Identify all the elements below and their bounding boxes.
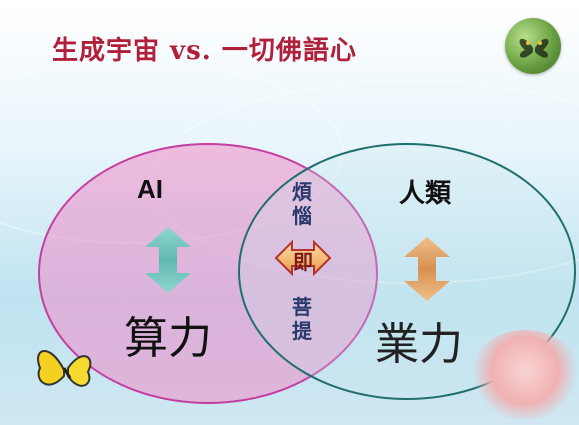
compute-power-text: 算力 xyxy=(124,313,212,364)
affliction-char: 惱 xyxy=(292,204,312,228)
rose-decoration xyxy=(470,330,579,420)
double-arrow-vertical-icon xyxy=(143,225,193,299)
identity-text: 即 xyxy=(293,250,313,274)
affliction-char: 煩 xyxy=(292,180,312,204)
double-arrow-horizontal-icon xyxy=(274,238,332,278)
slide-title: 生成宇宙 vs. 一切佛語心 xyxy=(52,36,357,66)
butterfly-icon xyxy=(30,338,100,398)
enlightenment-char: 菩 xyxy=(292,295,312,319)
ai-label: AI xyxy=(137,174,163,204)
enlightenment-text: 菩 提 xyxy=(290,295,314,343)
affliction-text: 煩 惱 xyxy=(290,180,314,228)
double-arrow-vertical-icon xyxy=(402,235,452,307)
enlightenment-char: 提 xyxy=(292,319,312,343)
butterfly-badge-icon xyxy=(505,18,561,74)
human-label: 人類 xyxy=(399,179,452,209)
karma-power-text: 業力 xyxy=(375,319,463,370)
